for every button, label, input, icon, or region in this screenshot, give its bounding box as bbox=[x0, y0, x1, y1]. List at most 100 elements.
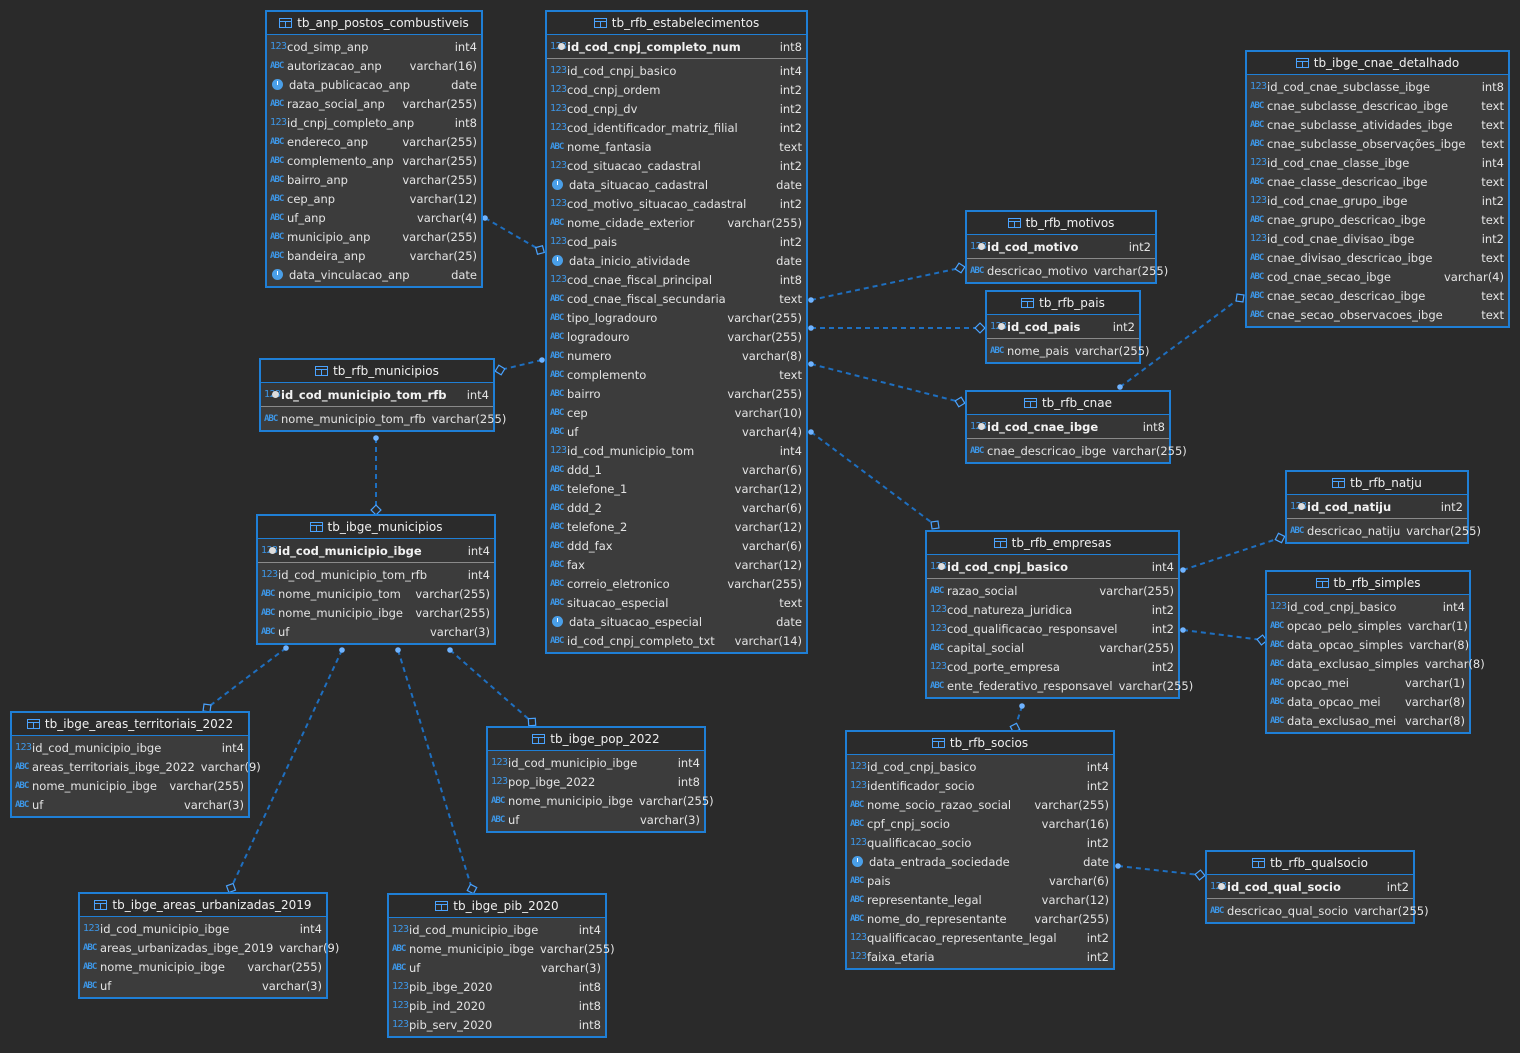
table-header[interactable]: tb_rfb_natju bbox=[1287, 472, 1467, 495]
relation-tb-ibge-municipios-to-tb-ibge-areas-territoriais-2022[interactable] bbox=[202, 645, 289, 713]
relation-tb-ibge-municipios-to-tb-ibge-pib-2020[interactable] bbox=[395, 647, 478, 895]
relation-tb-rfb-empresas-to-tb-rfb-simples[interactable] bbox=[1180, 627, 1268, 646]
table-tb-ibge-municipios[interactable]: tb_ibge_municipios123id_cod_municipio_ib… bbox=[256, 514, 496, 645]
table-header[interactable]: tb_rfb_pais bbox=[987, 292, 1139, 315]
table-header[interactable]: tb_anp_postos_combustiveis bbox=[267, 12, 481, 35]
relation-tb-rfb-estabelecimentos-to-tb-rfb-municipios[interactable] bbox=[494, 357, 545, 376]
table-header[interactable]: tb_ibge_pib_2020 bbox=[389, 895, 605, 918]
relation-tb-rfb-municipios-to-tb-ibge-municipios[interactable] bbox=[370, 435, 382, 516]
relation-tb-rfb-estabelecimentos-to-tb-rfb-empresas[interactable] bbox=[808, 429, 940, 530]
table-tb-rfb-cnae[interactable]: tb_rfb_cnae123id_cod_cnae_ibgeint8ABCcna… bbox=[965, 390, 1187, 464]
table-tb-rfb-estabelecimentos[interactable]: tb_rfb_estabelecimentos123id_cod_cnpj_co… bbox=[545, 10, 808, 654]
table-header[interactable]: tb_ibge_areas_urbanizadas_2019 bbox=[80, 894, 326, 917]
relation-tb-rfb-estabelecimentos-to-tb-rfb-pais[interactable] bbox=[808, 322, 986, 334]
table-header[interactable]: tb_rfb_cnae bbox=[967, 392, 1169, 415]
table-header[interactable]: tb_rfb_simples bbox=[1267, 572, 1469, 595]
table-tb-rfb-municipios[interactable]: tb_rfb_municipios123id_cod_municipio_tom… bbox=[259, 358, 506, 432]
table-header[interactable]: tb_rfb_qualsocio bbox=[1207, 852, 1413, 875]
relation-tb-ibge-municipios-to-tb-ibge-pop-2022[interactable] bbox=[447, 647, 537, 727]
